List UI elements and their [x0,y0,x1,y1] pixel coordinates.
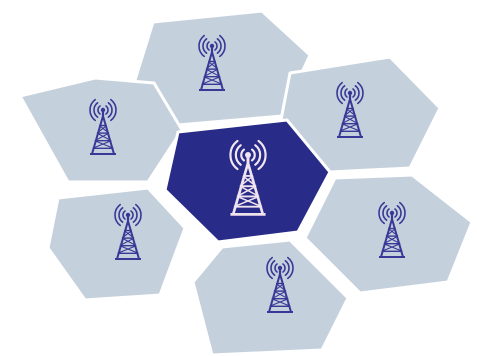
cell-bottom-hexagon [191,238,350,356]
tower-lattice-icon [379,213,405,258]
tower-lattice-icon [267,268,293,313]
tower-lattice-icon [337,93,363,138]
cell-lower-left-hexagon [46,186,187,302]
signal-waves-icon [336,81,364,105]
cell-tower-icon [114,203,142,260]
cell-center [163,118,332,244]
cell-tower-icon [198,34,226,91]
cell-tower-icon [336,81,364,138]
cell-lower-left [46,186,187,302]
signal-waves-icon [198,34,226,58]
signal-waves-icon [229,139,267,171]
tower-lattice-icon [115,215,141,260]
cell-tower-icon [378,201,406,258]
tower-lattice-icon [230,155,266,216]
cell-tower-icon [229,139,267,216]
signal-waves-icon [89,98,117,122]
cell-tower-icon [89,98,117,155]
tower-lattice-icon [199,46,225,91]
cell-lower-right [303,173,474,295]
cell-bottom [191,238,350,356]
signal-waves-icon [266,256,294,280]
signal-waves-icon [378,201,406,225]
tower-lattice-icon [90,110,116,155]
cell-upper-left [18,76,184,184]
cell-tower-icon [266,256,294,313]
